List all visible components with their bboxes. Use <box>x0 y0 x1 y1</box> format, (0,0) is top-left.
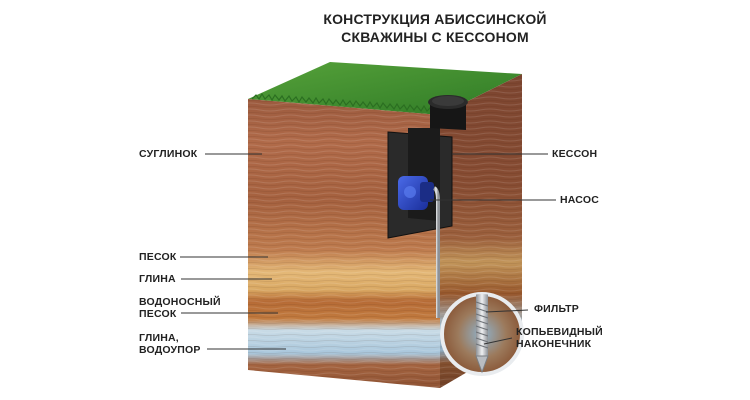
label-clay: ГЛИНА <box>139 273 176 285</box>
diagram-title: КОНСТРУКЦИЯ АБИССИНСКОЙ СКВАЖИНЫ С КЕССО… <box>290 10 580 46</box>
leader-lines-left <box>180 153 286 350</box>
title-line-2: СКВАЖИНЫ С КЕССОНОМ <box>341 29 529 45</box>
label-aquifer-line-2: ПЕСОК <box>139 308 177 320</box>
grass-blades <box>251 92 435 113</box>
label-aquitard-line-1: ГЛИНА, <box>139 332 179 344</box>
label-sand: ПЕСОК <box>139 251 177 263</box>
pump <box>398 176 434 210</box>
label-tip-line-2: НАКОНЕЧНИК <box>516 338 592 350</box>
label-pump: НАСОС <box>560 194 599 206</box>
label-aquitard-line-2: ВОДОУПОР <box>139 344 201 356</box>
label-tip-line-1: КОПЬЕВИДНЫЙ <box>516 326 603 338</box>
filter-magnifier <box>440 292 524 376</box>
label-spear-tip: КОПЬЕВИДНЫЙ НАКОНЕЧНИК <box>516 326 603 350</box>
label-aquitard-clay: ГЛИНА, ВОДОУПОР <box>139 332 201 356</box>
label-loam: СУГЛИНОК <box>139 148 198 160</box>
label-filter: ФИЛЬТР <box>534 303 579 315</box>
leader-lines-right <box>430 153 556 345</box>
label-caisson: КЕССОН <box>552 148 598 160</box>
label-aquifer-sand: ВОДОНОСНЫЙ ПЕСОК <box>139 296 221 320</box>
title-line-1: КОНСТРУКЦИЯ АБИССИНСКОЙ <box>323 11 547 27</box>
label-aquifer-line-1: ВОДОНОСНЫЙ <box>139 296 221 308</box>
